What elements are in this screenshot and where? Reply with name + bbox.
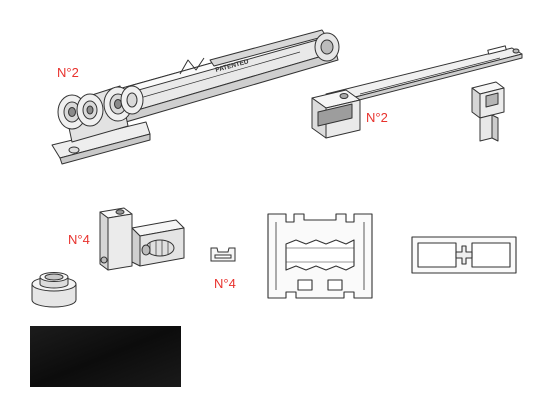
roller-carriage: PATENTED [51, 29, 340, 165]
end-cap [31, 272, 77, 308]
black-finish-swatch [30, 326, 181, 387]
glass-clamp-quantity: N°4 [68, 232, 90, 247]
bracket-arm [311, 45, 523, 142]
gasket-quantity: N°4 [214, 276, 236, 291]
rail-section [267, 213, 373, 299]
bracket-arm-quantity: N°2 [366, 110, 388, 125]
roller-carriage-quantity: N°2 [57, 65, 79, 80]
secondary-profile [411, 236, 517, 274]
glass-clamp [99, 207, 185, 271]
gasket-profile [210, 247, 236, 262]
